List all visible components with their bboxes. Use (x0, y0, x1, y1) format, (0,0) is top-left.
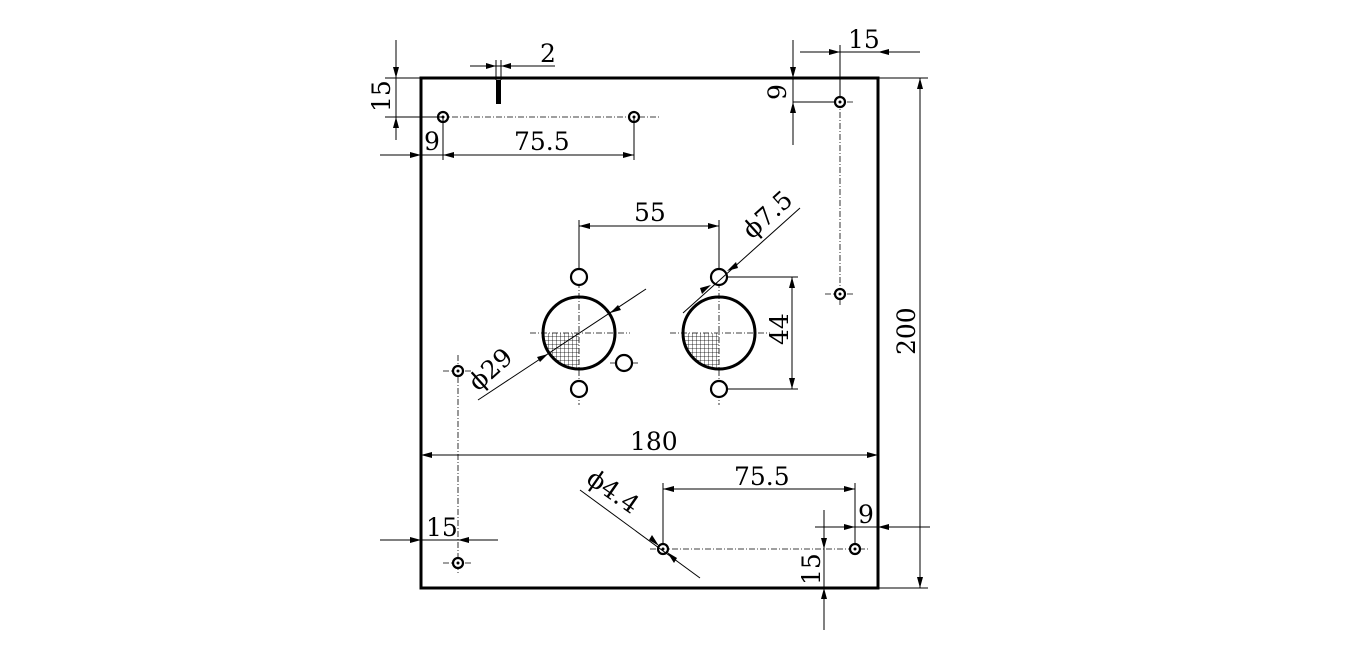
top-left-offset-y-dimension: 15 (367, 40, 443, 140)
top-right-hole (825, 90, 855, 305)
top-left-hole (430, 110, 660, 124)
right-middle-hole (825, 287, 855, 301)
bottom-left-offset-x-dimension: 15 (380, 513, 498, 543)
large-hole-right-top-small (709, 267, 729, 287)
bottom-hole-spacing-label: 75.5 (734, 462, 790, 491)
large-hole-left-top-small (569, 267, 589, 287)
top-left-offset-x-label: 9 (424, 127, 440, 156)
large-hole-left-side-small (610, 353, 640, 373)
mount-hole-diameter-dimension: ϕ4.4 (579, 463, 701, 579)
bottom-right-offset-y-label: 15 (797, 553, 826, 585)
bottom-left-offset-x-label: 15 (426, 513, 458, 542)
slot-marker (496, 80, 501, 104)
height-label: 200 (892, 307, 921, 355)
small-hole-vertical-spacing-label: 44 (765, 313, 794, 345)
top-hole-spacing-label: 75.5 (514, 127, 570, 156)
bottom-right-offset-x-dimension: 9 (815, 500, 930, 530)
plate-outline (419, 76, 880, 590)
large-hole-left-bottom-small (569, 379, 589, 399)
bottom-hole-spacing-dimension: 75.5 (662, 462, 856, 544)
bottom-left-hole (443, 556, 473, 570)
small-hole-diameter-dimension: ϕ7.5 (682, 185, 801, 314)
large-hole-diameter-label: ϕ29 (463, 342, 519, 396)
large-hole-spacing-dimension: 55 (578, 198, 720, 268)
left-middle-hole (443, 355, 473, 575)
bottom-right-hole (848, 542, 862, 556)
top-right-offset-y-dimension: 9 (763, 40, 835, 145)
bottom-right-offset-y-dimension: 15 (797, 510, 827, 630)
large-hole-spacing-label: 55 (634, 198, 666, 227)
bottom-right-offset-x-label: 9 (858, 500, 874, 529)
top-hole-spacing-dimension: 9 75.5 (380, 117, 635, 160)
slot-width-dimension: 2 (470, 39, 556, 80)
mount-hole-diameter-label: ϕ4.4 (582, 463, 645, 519)
small-hole-vertical-spacing-dimension: 44 (727, 276, 798, 390)
large-hole-left (530, 260, 630, 405)
top-right-offset-x-label: 15 (848, 25, 880, 54)
height-dimension: 200 (878, 77, 928, 589)
small-hole-diameter-label: ϕ7.5 (737, 185, 799, 245)
top-left-offset-y-label: 15 (367, 80, 396, 112)
width-dimension: 180 (421, 427, 878, 458)
width-label: 180 (630, 427, 678, 456)
bottom-middle-hole (650, 542, 870, 556)
large-hole-right-bottom-small (709, 379, 729, 399)
slot-width-label: 2 (540, 39, 556, 68)
top-right-offset-x-dimension: 15 (800, 25, 920, 97)
top-right-offset-y-label: 9 (763, 84, 792, 100)
